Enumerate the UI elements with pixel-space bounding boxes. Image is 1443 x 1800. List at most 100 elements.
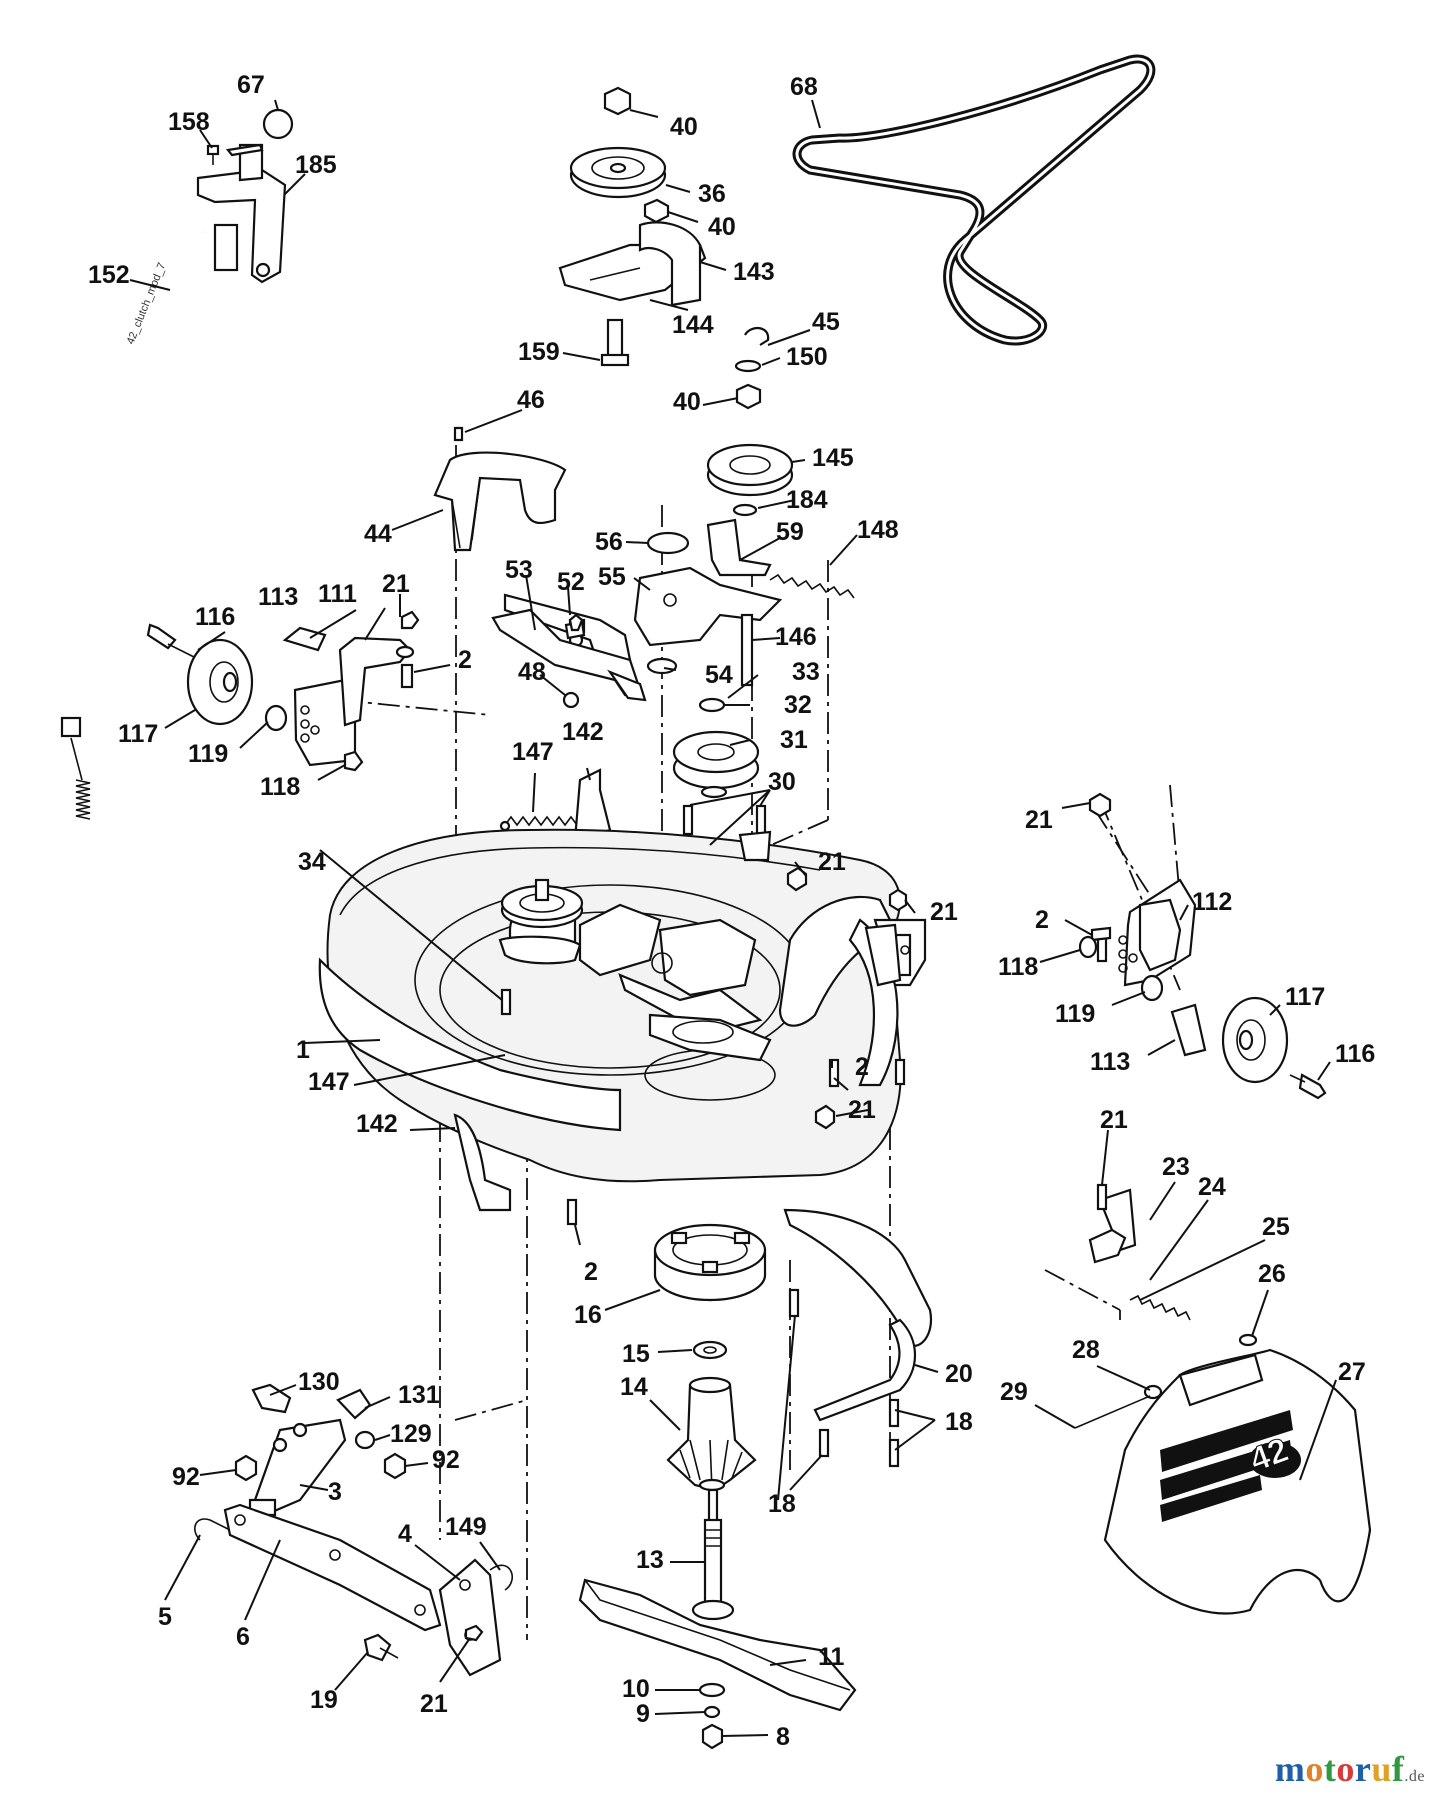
callout-40: 40 [673,388,701,416]
callout-131: 131 [398,1381,440,1409]
clutch-lever-assembly [196,108,294,284]
callout-9: 9 [636,1700,650,1728]
callout-130: 130 [298,1368,340,1396]
watermark-letter: r [1354,1749,1372,1789]
watermark-letter: f [1391,1749,1405,1789]
callout-159: 159 [518,338,560,366]
callout-1: 1 [296,1036,310,1064]
callout-48: 48 [518,658,546,686]
callout-144: 144 [672,311,714,339]
callout-55: 55 [598,563,626,591]
callout-20: 20 [945,1360,973,1388]
watermark-letter: t [1323,1749,1337,1789]
callout-142: 142 [562,718,604,746]
callout-117: 117 [118,720,158,748]
leader-lines [129,99,1337,1737]
callout-54: 54 [705,661,733,689]
callout-184: 184 [786,486,828,514]
callout-119: 119 [1055,1000,1095,1028]
callout-24: 24 [1198,1173,1226,1201]
center-pulley-stack [503,327,855,876]
callout-21: 21 [1100,1106,1128,1134]
callout-44: 44 [364,520,392,548]
callout-30: 30 [768,768,796,796]
watermark-letter: o [1336,1749,1355,1789]
callout-152: 152 [88,261,130,289]
callout-16: 16 [574,1301,602,1329]
callout-18: 18 [768,1490,796,1518]
discharge-chute: 42 [1074,1183,1372,1615]
callout-3: 3 [328,1478,342,1506]
gauge-wheel-left [146,610,420,772]
callout-40: 40 [708,213,736,241]
callout-29: 29 [1000,1378,1028,1406]
callout-116: 116 [195,603,235,631]
callout-119: 119 [188,740,228,768]
callout-2: 2 [458,646,472,674]
callout-92: 92 [432,1446,460,1474]
callout-5: 5 [158,1603,172,1631]
callout-13: 13 [636,1546,664,1574]
callout-27: 27 [1338,1358,1366,1386]
callout-8: 8 [776,1723,790,1751]
watermark-suffix: .de [1404,1768,1425,1785]
callout-147: 147 [512,738,554,766]
callout-52: 52 [557,568,585,596]
callout-14: 14 [620,1373,648,1401]
callout-185: 185 [295,151,337,179]
callout-129: 129 [390,1420,432,1448]
callout-25: 25 [1262,1213,1290,1241]
knob-67 [262,108,294,140]
callout-21: 21 [818,848,846,876]
callout-40: 40 [670,113,698,141]
watermark-letter: o [1305,1749,1324,1789]
callout-68: 68 [790,73,818,101]
belt-cover-44 [433,426,567,552]
callout-21: 21 [382,570,410,598]
callout-36: 36 [698,180,726,208]
callout-23: 23 [1162,1153,1190,1181]
watermark-letter: m [1274,1749,1306,1789]
callout-112: 112 [1192,888,1232,916]
callout-118: 118 [998,953,1038,981]
spindle-assembly [578,1223,857,1750]
callout-28: 28 [1072,1336,1100,1364]
callout-117: 117 [1285,983,1325,1011]
callout-67: 67 [237,71,265,99]
callout-147: 147 [308,1068,350,1096]
idler-arm-53 [491,608,647,709]
watermark-logo: motoruf.de [1275,1748,1425,1790]
mower-deck [318,828,927,1183]
callout-21: 21 [848,1096,876,1124]
callout-56: 56 [595,528,623,556]
callout-45: 45 [812,308,840,336]
callout-118: 118 [260,773,300,801]
callout-146: 146 [775,623,817,651]
callout-21: 21 [930,898,958,926]
callout-34: 34 [298,848,326,876]
callout-19: 19 [310,1686,338,1714]
callout-21: 21 [1025,806,1053,834]
callout-111: 111 [318,580,357,608]
cable-label: 42_clutch_mod_7 [125,261,169,346]
callout-4: 4 [398,1520,412,1548]
deck-hardware [453,830,933,1468]
lift-bracket-assembly [194,1383,514,1677]
idler-pulley-top [558,86,707,367]
callout-113: 113 [258,583,298,611]
callout-2: 2 [1035,906,1049,934]
callout-2: 2 [855,1053,869,1081]
callout-21: 21 [420,1690,448,1718]
drive-belt-68 [792,54,1156,346]
callout-33: 33 [792,658,820,686]
callout-145: 145 [812,444,854,472]
callout-46: 46 [517,386,545,414]
callout-92: 92 [172,1463,200,1491]
callout-18: 18 [945,1408,973,1436]
callout-numbers: 67 158 185 152 40 36 40 143 144 159 68 4… [88,71,1375,1751]
callout-148: 148 [857,516,899,544]
callout-113: 113 [1090,1048,1130,1076]
callout-158: 158 [168,108,210,136]
callout-143: 143 [733,258,775,286]
